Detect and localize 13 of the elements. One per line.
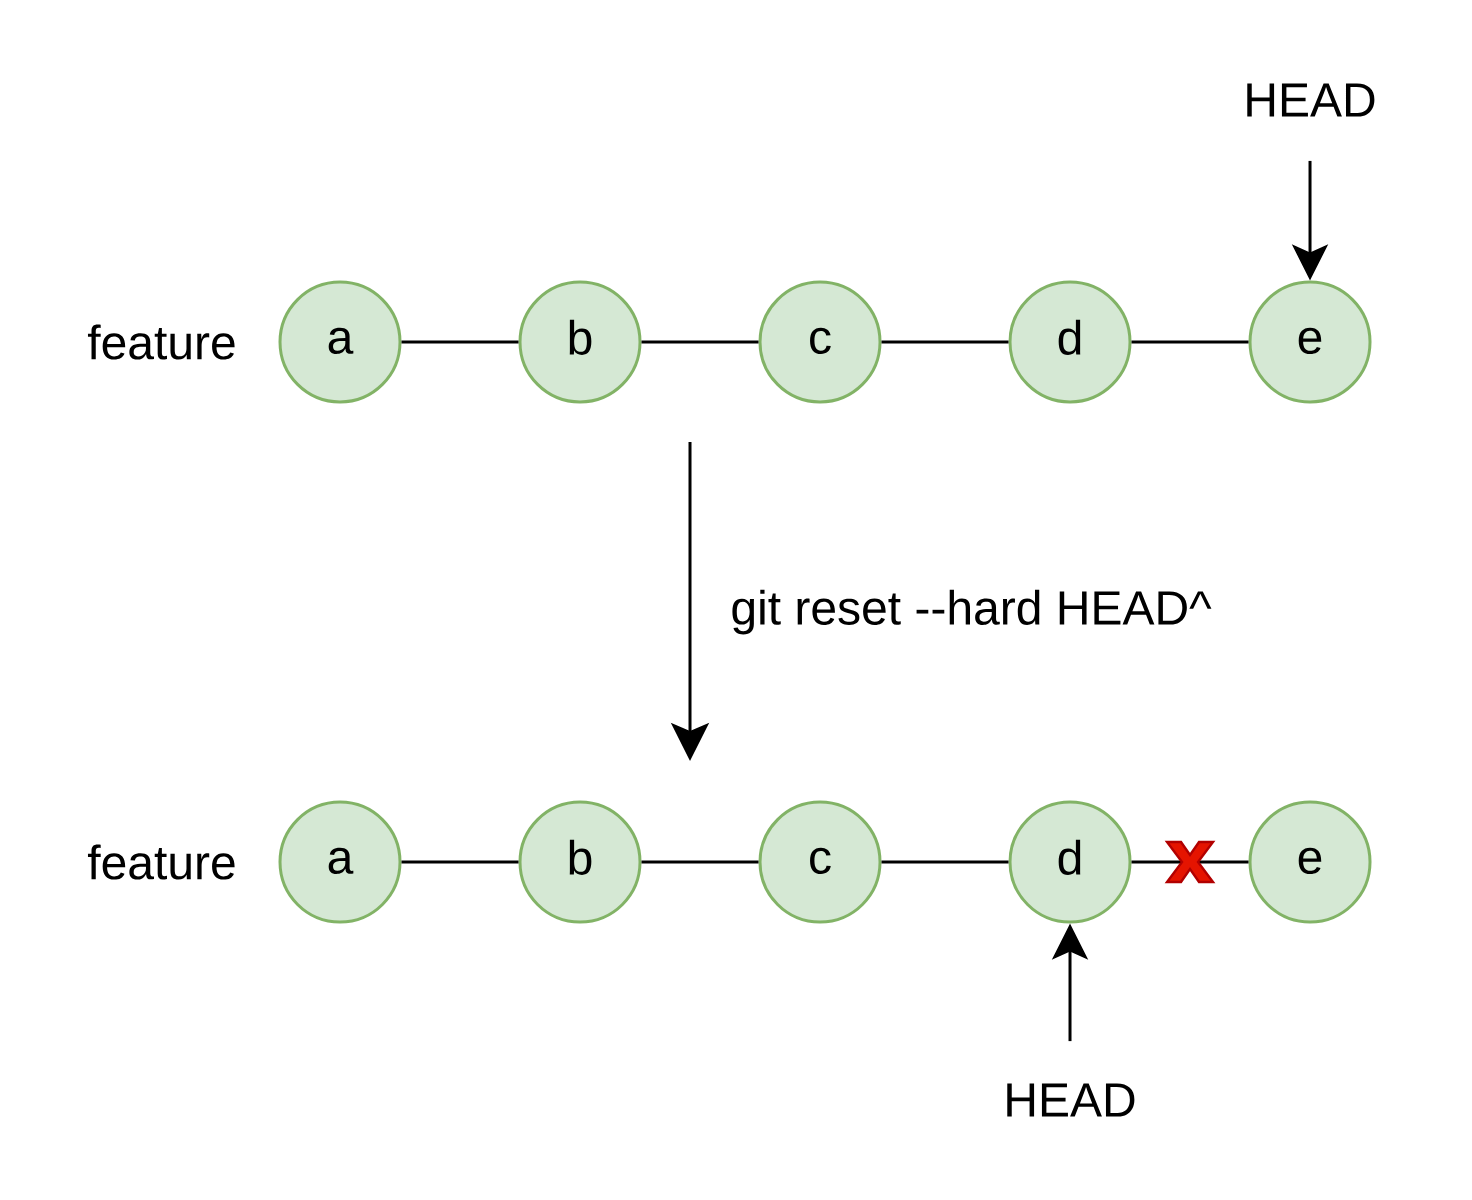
text-label: feature <box>87 324 235 360</box>
text-label: feature <box>87 844 235 880</box>
head-label: HEAD <box>1247 83 1375 117</box>
connector-line <box>401 340 519 344</box>
connector-line <box>1131 340 1249 344</box>
connector-line <box>881 860 1009 864</box>
head-label: HEAD <box>1007 1083 1135 1117</box>
connector-line <box>641 340 759 344</box>
connector-line <box>1131 860 1249 864</box>
connector-line <box>641 860 759 864</box>
connector-line <box>401 860 519 864</box>
text-label: git reset --hard HEAD^ <box>732 589 1212 635</box>
connector-line <box>881 340 1009 344</box>
